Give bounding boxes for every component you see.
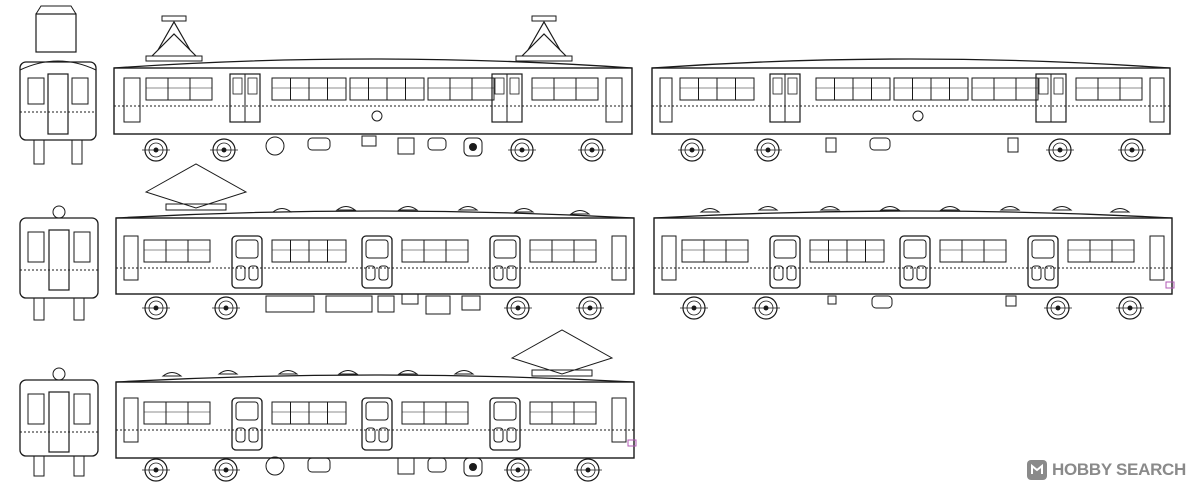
front-view-row-2 bbox=[19, 205, 99, 321]
side-view-row-2-car-b bbox=[653, 206, 1175, 320]
side-view-row-2-car-a bbox=[115, 163, 635, 320]
front-view-row-3 bbox=[19, 367, 99, 477]
row-1 bbox=[19, 5, 1171, 165]
side-view-row-3-car-a bbox=[115, 329, 637, 482]
side-view-row-1-car-a bbox=[113, 15, 633, 162]
row-3 bbox=[19, 329, 637, 482]
watermark-brand: HOBBY SEARCH bbox=[1052, 460, 1186, 479]
hobby-search-logo-icon bbox=[1027, 460, 1047, 480]
row-2 bbox=[19, 163, 1175, 321]
watermark: HOBBY SEARCH bbox=[1026, 458, 1186, 482]
front-view-row-1 bbox=[19, 5, 97, 165]
side-view-row-1-car-b bbox=[651, 58, 1171, 162]
